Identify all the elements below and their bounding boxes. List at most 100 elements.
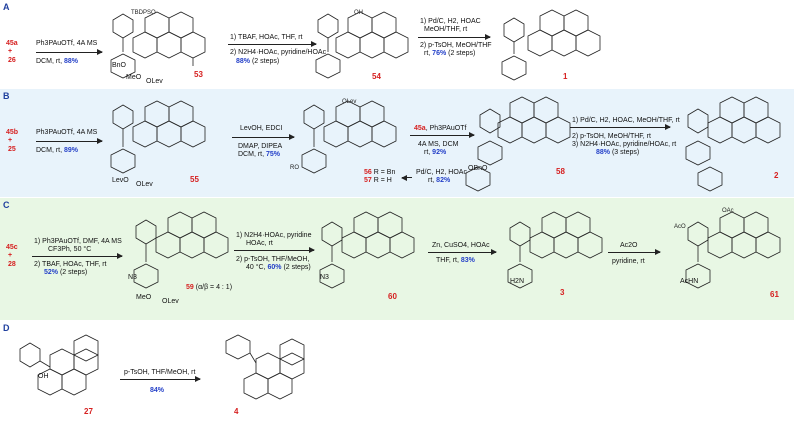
arrow-c4 [608, 249, 661, 255]
structure-3 [507, 211, 603, 289]
arrow-a1 [36, 49, 103, 55]
cond-b4-line3: 3) N2H4·HOAc, pyridine/HOAc, rt [572, 141, 677, 148]
levo-label-55: LevO [112, 177, 129, 184]
cond-b4-line1: 1) Pd/C, H2, HOAC, MeOH/THF, rt [572, 117, 680, 124]
n3-label-60: N3 [320, 274, 329, 281]
cond-b-hydro-l2: rt, 82% [428, 177, 451, 184]
cond-c4-line2: pyridine, rt [612, 258, 645, 265]
structure-27 [19, 334, 99, 396]
cond-a2-line1: 1) TBAF, HOAc, THF, rt [230, 34, 303, 41]
meo-label: MeO [126, 74, 142, 81]
cond-a3-line1: 1) Pd/C, H2, HOAC [420, 18, 481, 25]
oh-label-27: OH [38, 373, 49, 380]
arrow-b2 [232, 134, 295, 140]
compound-1: 1 [563, 72, 568, 81]
structure-2 [685, 96, 781, 192]
compound-54: 54 [372, 72, 381, 81]
cond-d-yield: 84% [150, 387, 165, 394]
arrow-c1 [32, 253, 123, 259]
tbdpso-label: TBDPSO [131, 10, 156, 16]
panel-a-label: A [3, 2, 10, 12]
cond-b2-line1: LevOH, EDCI [240, 125, 283, 132]
reagent-26: 26 [8, 57, 16, 64]
plus-sign-c: + [8, 252, 13, 259]
structure-55 [110, 100, 206, 174]
compound-2: 2 [774, 171, 779, 180]
cond-b-hydro-l1: Pd/C, H2, HOAc [416, 169, 467, 176]
h2n-label: H2N [510, 278, 525, 285]
compound-3: 3 [560, 288, 565, 297]
reagent-25: 25 [8, 146, 16, 153]
cond-c1-line2: CF3Ph, 50 °C [48, 246, 92, 253]
reagent-45c: 45c [6, 244, 18, 251]
cond-c2-line3: 2) p-TsOH, THF/MeOH, [236, 256, 310, 263]
structure-54: OH [315, 10, 409, 79]
cpd-56-text: 56 R = Bn [364, 169, 396, 176]
cond-c1-line4: 52% (2 steps) [44, 269, 88, 276]
cond-c1-line3: 2) TBAF, HOAc, THF, rt [34, 261, 107, 268]
cond-c2-line2: HOAc, rt [246, 240, 273, 247]
cond-b4-line4: 88% (3 steps) [596, 149, 640, 156]
panel-d-label: D [3, 323, 10, 333]
meo-label-59: MeO [136, 294, 152, 301]
compound-61: 61 [770, 290, 779, 299]
cond-b4-line2: 2) p-TsOH, MeOH/THF, rt [572, 133, 651, 140]
reagent-45b: 45b [6, 129, 19, 136]
obno-label: OBnO [468, 165, 488, 172]
achn-label: AcHN [680, 278, 699, 285]
structure-53: TBDPSO [110, 10, 206, 79]
n3-label-59: N3 [128, 274, 137, 281]
plus-sign: + [8, 48, 13, 55]
cond-c2-line4: 40 °C, 60% (2 steps) [246, 264, 311, 271]
cond-a2-line3: 88% (2 steps) [236, 58, 280, 65]
arrow-d [120, 376, 201, 382]
cpd-57-text: 57 R = H [364, 177, 392, 184]
arrow-c3 [428, 249, 497, 255]
cond-b2-line3: DCM, rt, 75% [238, 151, 281, 158]
ro-label: RO [290, 165, 299, 171]
aco-label: AcO [674, 224, 686, 230]
structure-1 [501, 9, 601, 81]
arrow-b1 [36, 138, 103, 144]
structure-60 [319, 211, 415, 289]
cond-a3-line4: rt, 76% (2 steps) [424, 50, 476, 57]
panel-c: C 45c + 28 1) Ph3PAuOTf, DMF, 4A MS CF3P… [0, 198, 794, 320]
panel-b-label: B [3, 91, 10, 101]
olev-label: OLev [146, 78, 163, 85]
compound-55: 55 [190, 175, 199, 184]
cond-b1-line1: Ph3PAuOTf, 4A MS [36, 129, 98, 136]
panel-a: A 45a + 26 Ph3PAuOTf, 4A MS DCM, rt, 88%… [0, 0, 794, 88]
panel-d: D OH 27 p-TsOH, THF/MeOH, rt 84% 4 [0, 321, 794, 426]
cond-a2-line2: 2) N2H4·HOAc, pyridine/HOAc [230, 49, 327, 56]
reagent-28: 28 [8, 261, 16, 268]
arrow-c2 [234, 247, 315, 253]
cond-b1-line2: DCM, rt, 89% [36, 147, 79, 154]
arrow-a3 [418, 34, 491, 40]
structure-59 [133, 211, 229, 289]
oac-top-label: OAc [722, 208, 734, 214]
cond-c2-line1: 1) N2H4·HOAc, pyridine [236, 232, 312, 239]
structure-58 [465, 96, 571, 192]
cond-a1-line2: DCM, rt, 88% [36, 58, 79, 65]
cond-a3-line3: 2) p-TsOH, MeOH/THF [420, 42, 492, 49]
plus-sign-b: + [8, 137, 13, 144]
cond-b3-line2: 4A MS, DCM [418, 141, 459, 148]
cond-c4-line1: Ac2O [620, 242, 638, 249]
structure-61: OAc AcO [674, 208, 781, 289]
reagent-45a: 45a [6, 40, 18, 47]
bno-label: BnO [112, 62, 127, 69]
panel-b: B 45b + 25 Ph3PAuOTf, 4A MS DCM, rt, 89%… [0, 89, 794, 197]
cond-c1-line1: 1) Ph3PAuOTf, DMF, 4A MS [34, 238, 122, 245]
cond-b3-line1: 45a, Ph3PAuOTf [414, 125, 467, 132]
compound-27: 27 [84, 407, 93, 416]
structure-56-57: OLev RO [290, 99, 397, 174]
cond-b3-line3: rt, 92% [424, 149, 447, 156]
olev-label-55: OLev [136, 181, 153, 188]
arrow-b3 [410, 132, 475, 138]
arrow-a2 [228, 41, 317, 47]
cond-b2-line2: DMAP, DIPEA [238, 143, 283, 150]
cond-c3-line1: Zn, CuSO4, HOAc [432, 242, 490, 249]
compound-53: 53 [194, 70, 203, 79]
arrow-b4 [570, 124, 671, 130]
arrow-b-hydro [402, 177, 412, 178]
